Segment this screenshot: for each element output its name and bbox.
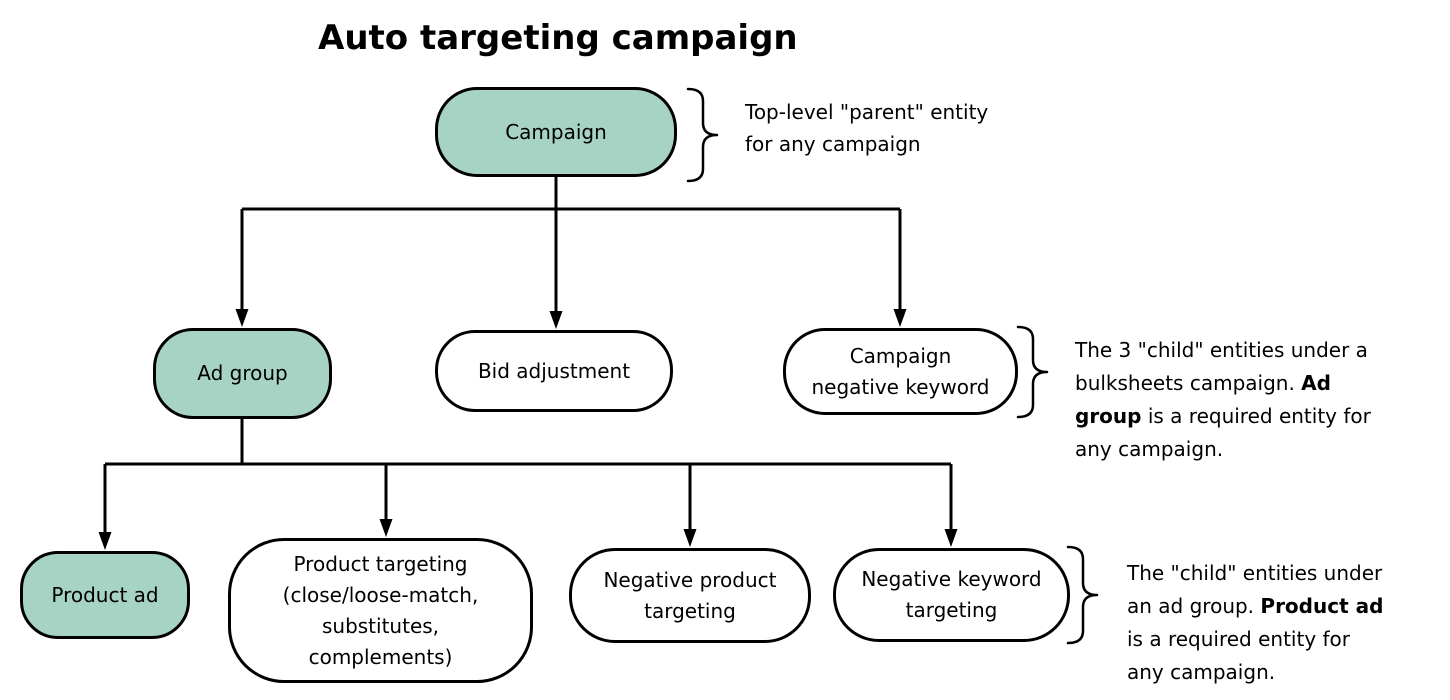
node-bid-adjustment: Bid adjustment	[435, 330, 673, 412]
node-product-ad-label: Product ad	[51, 582, 159, 607]
node-ad-group: Ad group	[153, 328, 332, 419]
annotation-campaign-children-pre: The 3 "child" entities under a bulksheet…	[1075, 338, 1368, 395]
node-negative-product-targeting-label: Negative product targeting	[603, 567, 777, 623]
arrowhead	[379, 519, 393, 537]
arrowhead	[235, 309, 249, 327]
brace-campaign-children	[1016, 325, 1049, 419]
annotation-campaign-text: Top-level "parent" entity for any campai…	[745, 100, 989, 156]
annotation-adgroup-children-bold: Product ad	[1260, 594, 1384, 618]
edge-campaign-children	[235, 177, 907, 329]
node-negative-keyword-targeting: Negative keyword targeting	[833, 548, 1070, 642]
arrowhead	[944, 529, 958, 547]
node-campaign-negative-keyword: Campaign negative keyword	[783, 328, 1018, 415]
annotation-campaign: Top-level "parent" entity for any campai…	[745, 96, 1010, 160]
arrowhead	[893, 309, 907, 327]
annotation-campaign-children-bold: Ad group	[1075, 371, 1331, 428]
node-product-targeting-label: Product targeting (close/loose-match, su…	[282, 551, 479, 669]
node-ad-group-label: Ad group	[197, 361, 288, 385]
node-campaign-negative-keyword-label: Campaign negative keyword	[811, 343, 990, 399]
node-campaign: Campaign	[435, 87, 677, 177]
node-negative-product-targeting: Negative product targeting	[569, 548, 811, 643]
node-negative-keyword-targeting-label: Negative keyword targeting	[861, 567, 1042, 622]
annotation-campaign-children-post: is a required entity for any campaign.	[1075, 404, 1371, 461]
annotation-adgroup-children-post: is a required entity for any campaign.	[1127, 627, 1351, 684]
arrowhead	[683, 529, 697, 547]
node-bid-adjustment-label: Bid adjustment	[477, 358, 631, 383]
arrowhead	[98, 532, 112, 550]
brace-adgroup-children	[1066, 545, 1099, 645]
annotation-adgroup-children: The "child" entities under an ad group. …	[1127, 557, 1387, 689]
diagram-title: Auto targeting campaign	[318, 18, 798, 58]
node-product-ad: Product ad	[20, 551, 190, 639]
annotation-adgroup-children-pre: The "child" entities under an ad group.	[1127, 561, 1383, 618]
brace-campaign	[686, 87, 719, 183]
arrowhead	[549, 311, 563, 329]
annotation-campaign-children: The 3 "child" entities under a bulksheet…	[1075, 334, 1385, 466]
edge-adgroup-children	[98, 419, 958, 550]
node-product-targeting: Product targeting (close/loose-match, su…	[228, 538, 533, 683]
node-campaign-label: Campaign	[505, 119, 607, 144]
